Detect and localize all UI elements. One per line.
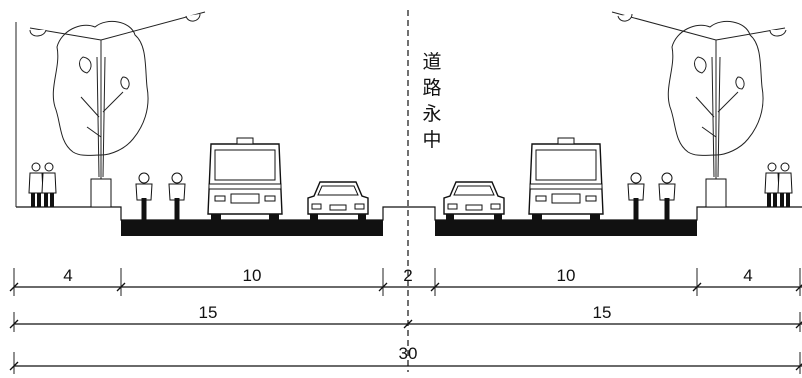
dimension-row-2: 15 15 <box>9 303 802 332</box>
car-right <box>443 181 505 221</box>
cyclists-left <box>135 172 186 221</box>
pedestrians-right <box>764 162 793 208</box>
left-carriageway <box>121 220 383 236</box>
bus-left <box>207 137 283 221</box>
centerline-char: 中 <box>422 129 441 151</box>
dim-median: 2 <box>403 266 412 285</box>
centerline-char: 道 <box>422 51 441 73</box>
dim-carriageway-right: 10 <box>557 266 576 285</box>
street-light-right <box>611 11 787 207</box>
dim-sidewalk-left: 4 <box>63 266 72 285</box>
centerline-char: 永 <box>422 103 441 125</box>
dimension-row-3: 30 <box>9 344 802 374</box>
dim-half-left: 15 <box>199 303 218 322</box>
dim-sidewalk-right: 4 <box>743 266 752 285</box>
road-profile <box>15 22 802 236</box>
pedestrians-left <box>28 162 57 208</box>
right-carriageway <box>435 220 697 236</box>
dimension-row-1: 4 10 2 10 4 <box>9 266 802 296</box>
dim-half-right: 15 <box>593 303 612 322</box>
centerline-char: 路 <box>422 77 441 99</box>
dim-total: 30 <box>399 344 418 363</box>
bus-right <box>528 137 604 221</box>
car-left <box>307 181 369 221</box>
centerline-label: 道 路 永 中 <box>422 51 441 151</box>
dim-carriageway-left: 10 <box>243 266 262 285</box>
cyclists-right <box>627 172 676 221</box>
